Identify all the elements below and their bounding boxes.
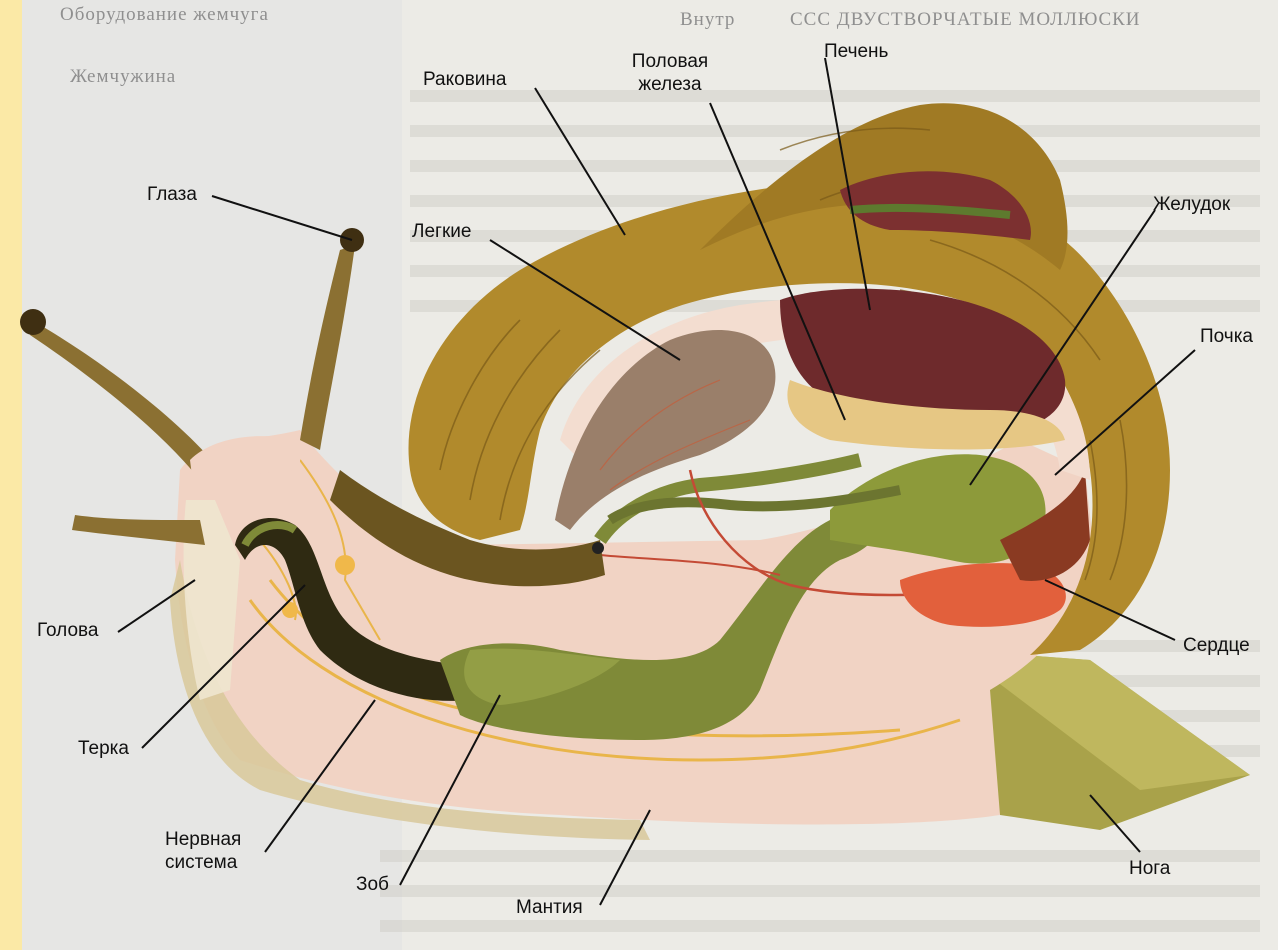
label-kidney: Почка bbox=[1200, 325, 1253, 348]
label-mantle: Мантия bbox=[516, 896, 583, 919]
label-shell: Раковина bbox=[423, 68, 506, 91]
label-radula: Терка bbox=[78, 737, 129, 760]
label-nervous-system: Нервная система bbox=[165, 828, 241, 874]
nerve-ganglion bbox=[335, 555, 355, 575]
label-nervous-line1: Нервная bbox=[165, 828, 241, 851]
label-lungs: Легкие bbox=[412, 220, 471, 243]
bg-text-heading: ССС ДВУСТВОРЧАТЫЕ МОЛЛЮСКИ bbox=[790, 9, 1141, 30]
label-nervous-line2: система bbox=[165, 851, 241, 874]
pneumostome bbox=[592, 542, 604, 554]
label-head: Голова bbox=[37, 619, 98, 642]
bg-text-side: Жемчужина bbox=[70, 66, 176, 87]
label-eyes: Глаза bbox=[147, 183, 197, 206]
label-gonad-line2: железа bbox=[615, 73, 725, 96]
bg-text-top-left: Оборудование жемчуга bbox=[60, 4, 269, 25]
eye-left bbox=[20, 309, 46, 335]
label-foot: Нога bbox=[1129, 857, 1170, 880]
bg-text-right-top: Внутр bbox=[680, 9, 735, 30]
label-gonad: Половая железа bbox=[615, 50, 725, 96]
label-liver: Печень bbox=[824, 40, 888, 63]
label-stomach: Желудок bbox=[1153, 193, 1230, 216]
label-crop: Зоб bbox=[356, 873, 389, 896]
label-gonad-line1: Половая bbox=[615, 50, 725, 73]
label-heart: Сердце bbox=[1183, 634, 1250, 657]
